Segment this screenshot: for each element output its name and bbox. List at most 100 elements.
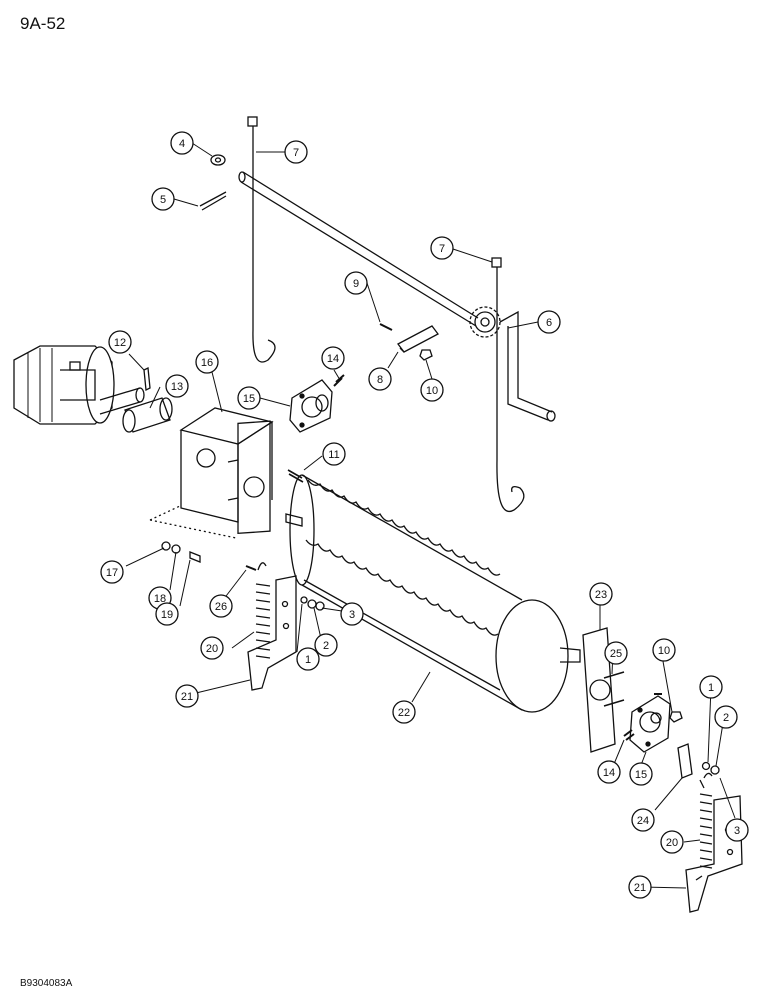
callout-21-right: 21	[628, 875, 652, 899]
svg-text:6: 6	[546, 317, 552, 329]
svg-text:1: 1	[305, 654, 311, 666]
roller-22	[285, 474, 581, 713]
grease-fitting-14-upper	[333, 374, 345, 387]
bearing-15-lower	[629, 695, 671, 753]
svg-text:12: 12	[114, 337, 126, 349]
svg-text:23: 23	[595, 589, 607, 601]
plate-23	[582, 627, 625, 753]
callout-25: 25	[604, 641, 628, 665]
svg-text:15: 15	[635, 769, 647, 781]
callout-22: 22	[392, 700, 416, 724]
bracket-24	[677, 743, 693, 779]
callout-19: 19	[155, 602, 179, 626]
mount-bracket-21-left	[247, 575, 297, 691]
svg-text:9: 9	[353, 278, 359, 290]
svg-text:18: 18	[154, 593, 166, 605]
washer-4	[210, 154, 226, 166]
callout-24: 24	[631, 808, 655, 832]
svg-text:26: 26	[215, 601, 227, 613]
spring-20-left	[255, 562, 271, 659]
callout-9: 9	[344, 271, 368, 295]
bearing-15-upper	[289, 379, 333, 433]
callout-6: 6	[537, 310, 561, 334]
coupling-13	[122, 397, 173, 433]
drawing-reference-code: B9304083A	[20, 978, 73, 989]
callout-16: 16	[195, 350, 219, 374]
callout-15-lower: 15	[629, 762, 653, 786]
callout-12: 12	[108, 330, 132, 354]
callout-14-lower: 14	[597, 760, 621, 784]
svg-text:7: 7	[293, 147, 299, 159]
callout-10-upper: 10	[420, 378, 444, 402]
washer-1-left	[300, 596, 308, 604]
callout-8: 8	[368, 367, 392, 391]
spring-20-lower	[699, 772, 713, 869]
bolt-26	[245, 565, 257, 571]
svg-text:8: 8	[377, 374, 383, 386]
callout-10-lower: 10	[652, 638, 676, 662]
washer-17	[161, 541, 171, 551]
svg-text:5: 5	[160, 194, 166, 206]
svg-text:21: 21	[634, 882, 646, 894]
drive-shaft-6	[238, 171, 556, 422]
svg-text:2: 2	[323, 640, 329, 652]
callout-26: 26	[209, 594, 233, 618]
svg-text:10: 10	[658, 645, 670, 657]
svg-text:10: 10	[426, 385, 438, 397]
svg-text:13: 13	[171, 381, 183, 393]
callout-14-upper: 14	[321, 346, 345, 370]
svg-text:3: 3	[734, 825, 740, 837]
washer-2-left	[307, 599, 317, 609]
svg-text:14: 14	[603, 767, 615, 779]
latch-bracket-8	[397, 325, 439, 353]
svg-text:4: 4	[179, 138, 185, 150]
callout-23: 23	[589, 582, 613, 606]
set-screw-11	[287, 469, 304, 483]
linkage-rod-7-left	[247, 116, 276, 363]
grease-fitting-14-lower	[623, 729, 635, 741]
motor-mount-box-16	[149, 407, 274, 539]
callout-4: 4	[170, 131, 194, 155]
key-12	[143, 366, 151, 392]
svg-text:22: 22	[398, 707, 410, 719]
callout-3-left: 3	[340, 602, 364, 626]
callout-21-left: 21	[175, 684, 199, 708]
washer-18	[171, 544, 181, 554]
cotter-pin-5	[199, 191, 227, 211]
svg-text:25: 25	[610, 648, 622, 660]
svg-text:20: 20	[666, 837, 678, 849]
svg-text:16: 16	[201, 357, 213, 369]
svg-text:21: 21	[181, 691, 193, 703]
callout-2-right: 2	[714, 705, 738, 729]
washer-1-lower	[701, 761, 711, 771]
linkage-rod-7-right	[491, 257, 525, 513]
bolt-9	[379, 323, 393, 331]
callout-11: 11	[322, 442, 346, 466]
washer-2-lower	[710, 765, 720, 775]
callout-1-left: 1	[296, 647, 320, 671]
svg-text:7: 7	[439, 243, 445, 255]
callout-7-left: 7	[284, 140, 308, 164]
svg-text:14: 14	[327, 353, 339, 365]
washer-3-left	[315, 601, 325, 611]
callout-1-right: 1	[699, 675, 723, 699]
callout-7-right: 7	[430, 236, 454, 260]
callout-3-right: 3	[725, 818, 749, 842]
callout-2-left: 2	[314, 633, 338, 657]
svg-text:15: 15	[243, 393, 255, 405]
nut-10-lower	[669, 711, 683, 723]
svg-text:17: 17	[106, 567, 118, 579]
callout-20-right: 20	[660, 830, 684, 854]
callout-5: 5	[151, 187, 175, 211]
svg-text:1: 1	[708, 682, 714, 694]
callout-17: 17	[100, 560, 124, 584]
nut-10-upper	[419, 349, 433, 361]
svg-text:20: 20	[206, 643, 218, 655]
hydraulic-motor	[13, 345, 145, 425]
bolt-19	[189, 551, 201, 563]
svg-text:3: 3	[349, 609, 355, 621]
page-number: 9A-52	[20, 14, 66, 33]
callout-15-upper: 15	[237, 386, 261, 410]
